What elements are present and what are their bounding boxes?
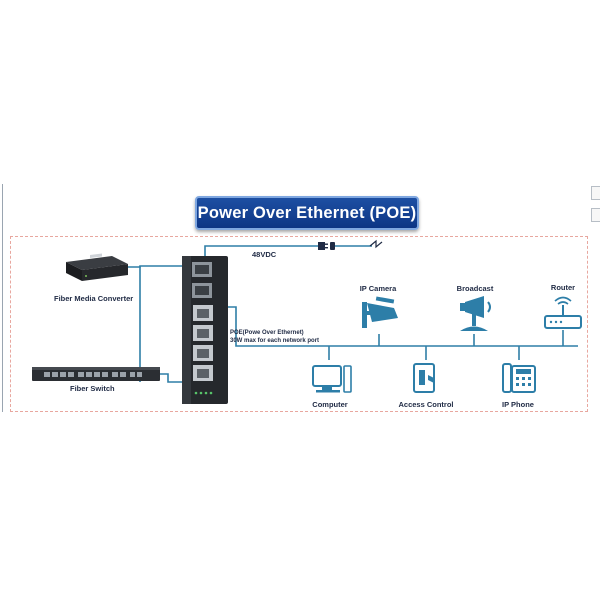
power-plug-icon [318,242,335,250]
ip-camera-label: IP Camera [359,284,397,293]
fiber-switch-label: Fiber Switch [70,384,115,393]
poe-note: POE(Powe Over Ethernet) 30W max for each… [230,329,319,345]
media-converter-label: Fiber Media Converter [54,294,134,303]
edge-tab-top[interactable] [591,186,600,200]
router-icon [544,296,582,329]
media-converter-link [128,265,182,268]
poe-bus-line [228,306,578,347]
diagram-frame [2,184,599,412]
broadcast-label: Broadcast [456,284,494,293]
edge-tab-bottom[interactable] [591,208,600,222]
poe-note-line2: 30W max for each network port [230,338,320,344]
ip-phone-icon [502,363,536,393]
power-line [204,245,318,256]
access-control-icon [413,363,435,393]
diagram-title: Power Over Ethernet (POE) [195,196,419,230]
router-label: Router [550,283,576,292]
ip-camera-icon [362,296,398,328]
poe-switch-device [182,256,228,404]
ip-phone-label: IP Phone [502,400,534,409]
broadcast-speaker-icon [460,296,491,331]
diagram-boundary [10,236,588,412]
computer-icon [312,365,352,393]
poe-note-line1: POE(Powe Over Ethernet) [230,330,304,336]
fiber-switch-link [160,373,182,383]
access-control-label: Access Control [398,400,454,409]
lightning-icon [369,239,383,249]
fiber-switch-icon [32,367,160,381]
connection-lines [128,245,578,383]
media-converter-icon [66,253,128,281]
computer-label: Computer [312,400,348,409]
power-voltage-label: 48VDC [252,250,277,259]
